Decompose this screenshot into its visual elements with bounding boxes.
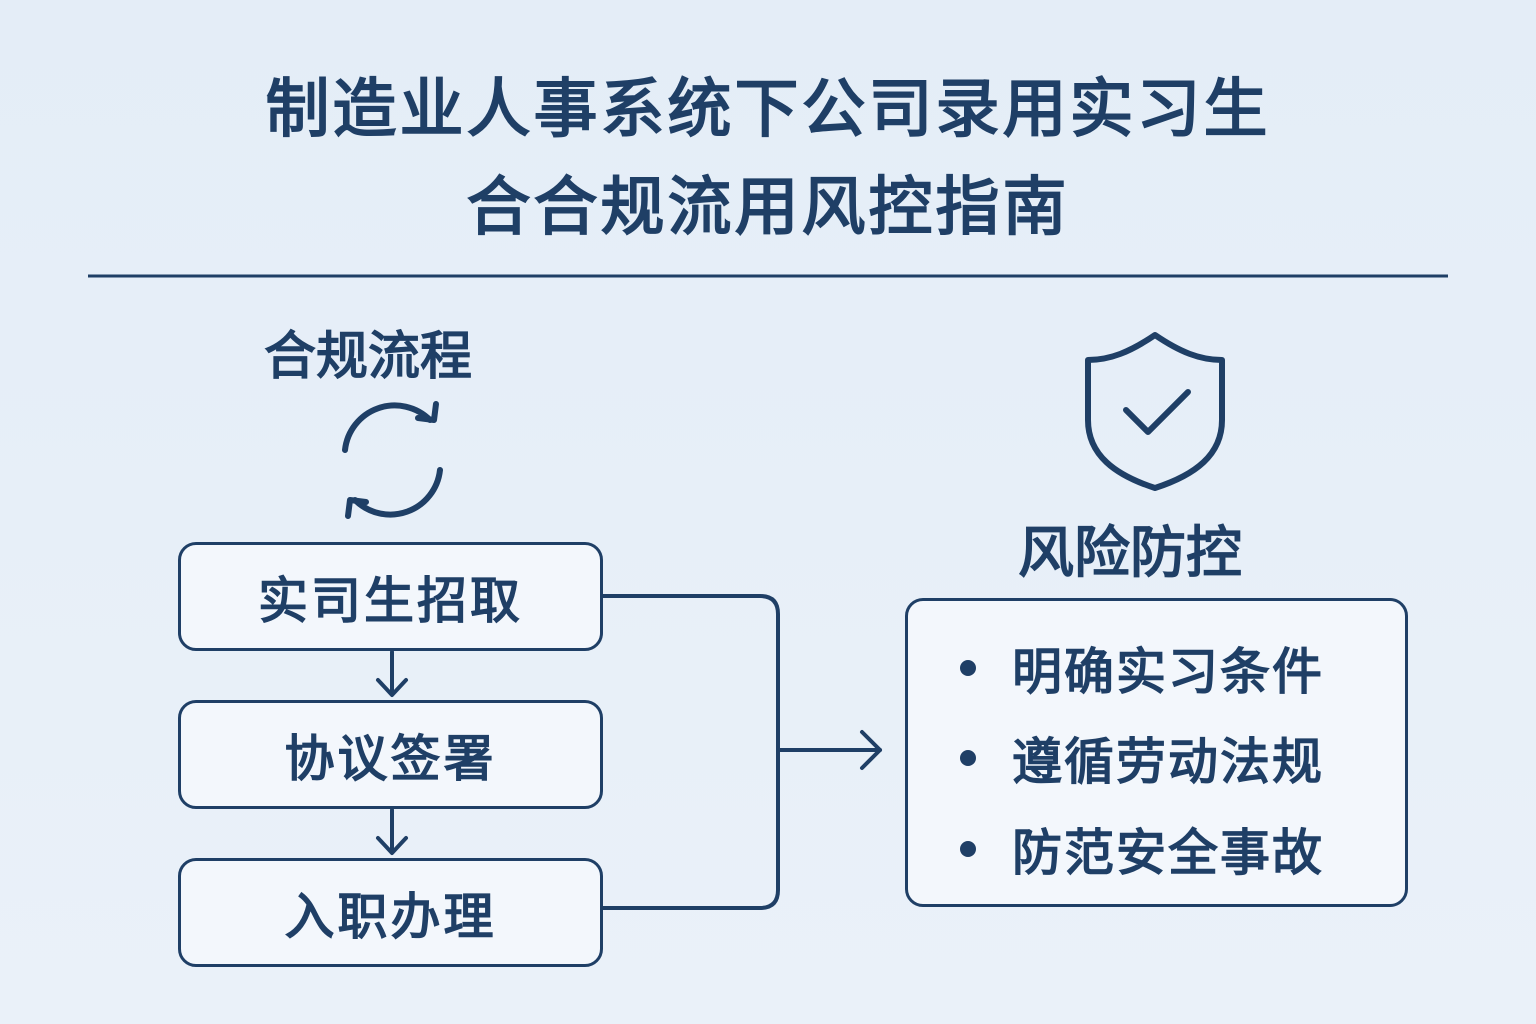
risk-item-label: 遵循劳动法规	[1012, 733, 1324, 791]
risk-box	[905, 598, 1408, 907]
bullet-icon	[960, 660, 976, 676]
title-line-1: 制造业人事系统下公司录用实习生	[265, 73, 1271, 147]
process-heading: 合规流程	[264, 327, 473, 387]
bullet-icon	[960, 750, 976, 766]
risk-item-label: 防范安全事故	[1012, 824, 1324, 882]
risk-item: 遵循劳动法规	[960, 722, 1324, 794]
risk-item: 明确实习条件	[960, 632, 1324, 704]
shield-check-icon	[1085, 332, 1225, 491]
title-line-2: 合合规流用风控指南	[466, 171, 1070, 245]
risk-heading: 风险防控	[1018, 521, 1242, 586]
risk-item: 防范安全事故	[960, 813, 1324, 885]
process-step-3: 入职办理	[178, 858, 603, 967]
flow-arrows	[376, 594, 882, 910]
process-step-2: 协议签署	[178, 700, 603, 809]
bullet-icon	[960, 841, 976, 857]
risk-item-label: 明确实习条件	[1012, 643, 1324, 701]
refresh-icon	[342, 401, 443, 519]
process-step-1: 实司生招取	[178, 542, 603, 651]
